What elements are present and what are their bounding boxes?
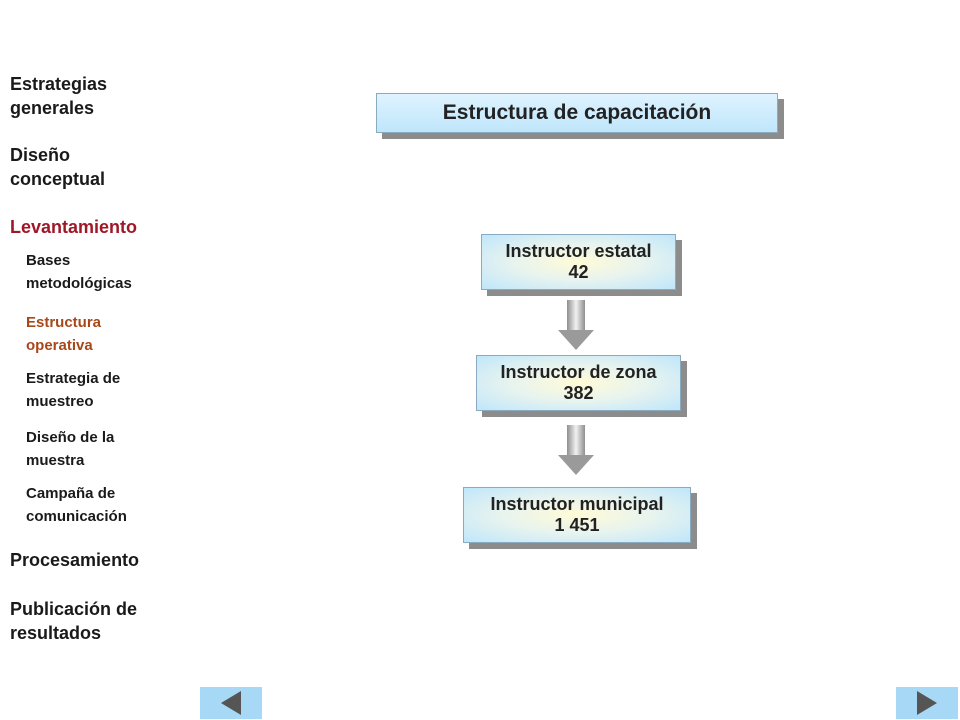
nav-levantamiento[interactable]: Levantamiento: [10, 217, 138, 237]
next-button[interactable]: [896, 687, 958, 719]
previous-button[interactable]: [200, 687, 262, 719]
node-instructor-municipal: Instructor municipal 1 451: [463, 487, 691, 543]
node-value: 42: [568, 262, 589, 282]
nav-estructura-operativa[interactable]: Estructura operativa: [26, 314, 102, 354]
nav-campana-de-comunicacion[interactable]: Campaña de comunicación: [26, 485, 127, 525]
nav-diseno-de-la-muestra[interactable]: Diseño de la muestra: [26, 429, 115, 469]
node-instructor-estatal: Instructor estatal 42: [481, 234, 676, 290]
down-arrow-icon: [558, 425, 594, 475]
node-instructor-de-zona: Instructor de zona 382: [476, 355, 681, 411]
node-label: Instructor estatal: [505, 241, 652, 261]
nav-diseno-conceptual[interactable]: Diseño conceptual: [10, 145, 106, 189]
diagram-title-box: Estructura de capacitación: [376, 93, 778, 133]
node-label: Instructor municipal: [490, 494, 664, 514]
node-value: 1 451: [554, 515, 600, 535]
diagram-title: Estructura de capacitación: [442, 101, 712, 124]
nav-estrategia-de-muestreo[interactable]: Estrategia de muestreo: [26, 370, 121, 410]
triangle-left-icon: [221, 691, 241, 715]
node-label: Instructor de zona: [500, 362, 657, 382]
down-arrow-icon: [558, 300, 594, 350]
nav-bases-metodologicas[interactable]: Bases metodológicas: [26, 252, 132, 292]
triangle-right-icon: [917, 691, 937, 715]
nav-publicacion-de-resultados[interactable]: Publicación de resultados: [10, 599, 138, 643]
nav-procesamiento[interactable]: Procesamiento: [10, 550, 140, 570]
nav-estrategias-generales[interactable]: Estrategias generales: [10, 74, 108, 118]
node-value: 382: [563, 383, 594, 403]
